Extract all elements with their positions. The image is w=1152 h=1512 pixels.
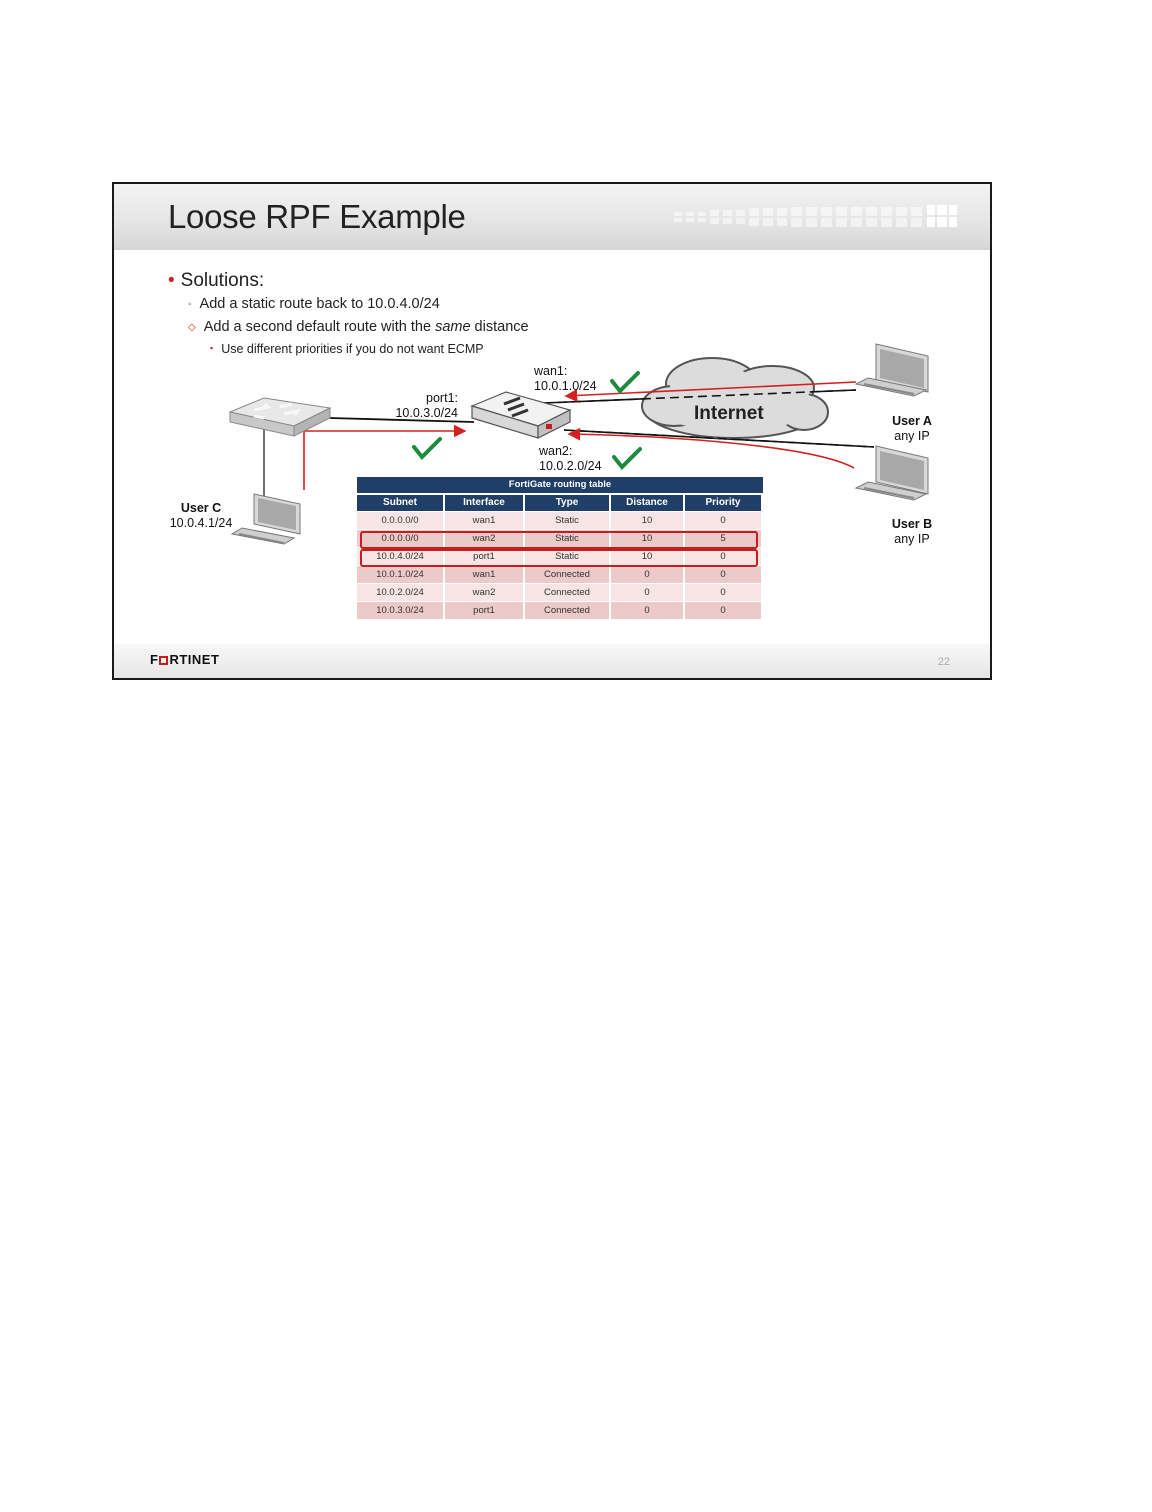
- routing-table: FortiGate routing table Subnet Interface…: [357, 477, 763, 619]
- bullet-solutions: •Solutions:: [168, 270, 265, 291]
- header-distance: Distance: [611, 495, 683, 511]
- table-row: 10.0.3.0/24 port1 Connected 0 0: [357, 601, 763, 619]
- bullet-priorities: ▪Use different priorities if you do not …: [210, 342, 484, 356]
- highlight-box: [360, 549, 758, 567]
- header-interface: Interface: [445, 495, 523, 511]
- internet-cloud: [641, 357, 829, 439]
- table-row: 10.0.2.0/24 wan2 Connected 0 0: [357, 583, 763, 601]
- slide: Loose RPF Example •Solutions:: [112, 182, 992, 680]
- page-number: 22: [937, 656, 950, 668]
- highlight-box: [360, 531, 758, 549]
- fortigate-icon: [470, 391, 572, 439]
- wan1-label: wan1:10.0.1.0/24: [534, 364, 597, 393]
- header-subnet: Subnet: [357, 495, 443, 511]
- table-row: 10.0.4.0/24 port1 Static 10 0: [357, 547, 763, 565]
- slide-title: Loose RPF Example: [168, 198, 466, 235]
- header-priority: Priority: [685, 495, 761, 511]
- network-diagram: [228, 343, 929, 545]
- bullet-static-route: ◦Add a static route back to 10.0.4.0/24: [188, 296, 440, 312]
- port1-label: port1:10.0.3.0/24: [395, 391, 458, 420]
- table-row: 0.0.0.0/0 wan1 Static 10 0: [357, 511, 763, 529]
- routing-table-header: Subnet Interface Type Distance Priority: [357, 495, 763, 511]
- title-bar: Loose RPF Example: [114, 184, 990, 250]
- header-type: Type: [525, 495, 609, 511]
- check-icon: [610, 371, 640, 394]
- routing-table-caption: FortiGate routing table: [357, 477, 763, 493]
- check-icon: [412, 437, 442, 460]
- bullet-second-default-route: ◇Add a second default route with the sam…: [188, 319, 529, 335]
- fortinet-pattern-icon: [674, 205, 957, 227]
- switch-icon: [228, 397, 332, 437]
- computer-icon: [854, 445, 929, 501]
- table-row: 0.0.0.0/0 wan2 Static 10 5: [357, 529, 763, 547]
- internet-label: Internet: [694, 403, 764, 424]
- computer-icon: [230, 493, 301, 545]
- wan2-label: wan2:10.0.2.0/24: [539, 444, 602, 473]
- computer-icon: [854, 343, 929, 397]
- table-row: 10.0.1.0/24 wan1 Connected 0 0: [357, 565, 763, 583]
- check-icon: [612, 447, 642, 470]
